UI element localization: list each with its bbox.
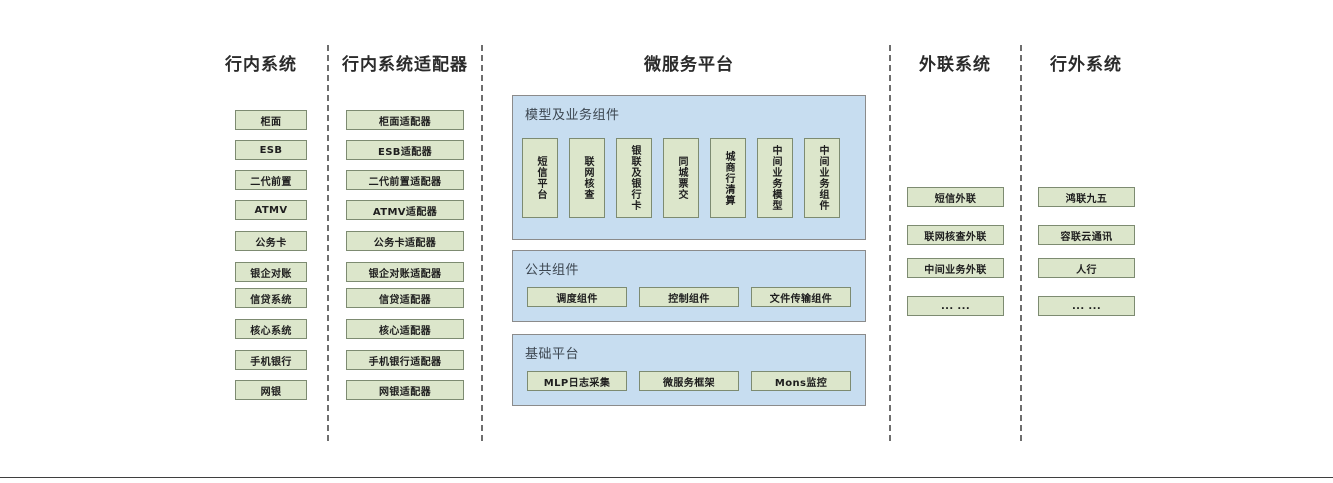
node-in-bank-9[interactable]: 网银 <box>235 380 307 400</box>
node-in-bank-adapter-0[interactable]: 柜面适配器 <box>346 110 464 130</box>
divider-3 <box>889 45 891 441</box>
panel-title-model-business-components: 模型及业务组件 <box>525 108 620 123</box>
panel-title-common-components: 公共组件 <box>525 263 580 278</box>
node-model-3[interactable]: 同城票交 <box>663 138 699 218</box>
node-in-bank-adapter-5[interactable]: 银企对账适配器 <box>346 262 464 282</box>
node-model-5[interactable]: 中间业务模型 <box>757 138 793 218</box>
node-in-bank-5[interactable]: 银企对账 <box>235 262 307 282</box>
column-title-in-bank-adapter: 行内系统适配器 <box>342 55 468 75</box>
node-base-1[interactable]: 微服务框架 <box>639 371 739 391</box>
panel-title-base-platform: 基础平台 <box>525 347 580 362</box>
node-external-link-2[interactable]: 中间业务外联 <box>907 258 1004 278</box>
node-in-bank-2[interactable]: 二代前置 <box>235 170 307 190</box>
node-in-bank-adapter-2[interactable]: 二代前置适配器 <box>346 170 464 190</box>
column-title-in-bank: 行内系统 <box>225 55 297 75</box>
node-common-0[interactable]: 调度组件 <box>527 287 627 307</box>
node-external-link-1[interactable]: 联网核查外联 <box>907 225 1004 245</box>
node-model-4[interactable]: 城商行清算 <box>710 138 746 218</box>
column-title-microservice: 微服务平台 <box>644 55 734 75</box>
column-title-outside-bank: 行外系统 <box>1050 55 1122 75</box>
node-base-0[interactable]: MLP日志采集 <box>527 371 627 391</box>
divider-1 <box>327 45 329 441</box>
node-in-bank-4[interactable]: 公务卡 <box>235 231 307 251</box>
node-in-bank-8[interactable]: 手机银行 <box>235 350 307 370</box>
panel-base-platform: 基础平台 <box>512 334 866 406</box>
node-in-bank-adapter-8[interactable]: 手机银行适配器 <box>346 350 464 370</box>
node-in-bank-0[interactable]: 柜面 <box>235 110 307 130</box>
bottom-rule <box>0 477 1333 478</box>
node-in-bank-adapter-7[interactable]: 核心适配器 <box>346 319 464 339</box>
column-title-external-link: 外联系统 <box>919 55 991 75</box>
node-model-0[interactable]: 短信平台 <box>522 138 558 218</box>
node-common-2[interactable]: 文件传输组件 <box>751 287 851 307</box>
node-external-link-0[interactable]: 短信外联 <box>907 187 1004 207</box>
node-in-bank-3[interactable]: ATMV <box>235 200 307 220</box>
node-in-bank-adapter-1[interactable]: ESB适配器 <box>346 140 464 160</box>
node-in-bank-adapter-3[interactable]: ATMV适配器 <box>346 200 464 220</box>
node-in-bank-6[interactable]: 信贷系统 <box>235 288 307 308</box>
node-outside-bank-3[interactable]: ... ... <box>1038 296 1135 316</box>
divider-2 <box>481 45 483 441</box>
node-in-bank-adapter-9[interactable]: 网银适配器 <box>346 380 464 400</box>
node-common-1[interactable]: 控制组件 <box>639 287 739 307</box>
node-base-2[interactable]: Mons监控 <box>751 371 851 391</box>
node-model-2[interactable]: 银联及银行卡 <box>616 138 652 218</box>
node-external-link-3[interactable]: ... ... <box>907 296 1004 316</box>
node-in-bank-7[interactable]: 核心系统 <box>235 319 307 339</box>
divider-4 <box>1020 45 1022 441</box>
node-outside-bank-1[interactable]: 容联云通讯 <box>1038 225 1135 245</box>
node-in-bank-adapter-6[interactable]: 信贷适配器 <box>346 288 464 308</box>
node-outside-bank-0[interactable]: 鸿联九五 <box>1038 187 1135 207</box>
node-outside-bank-2[interactable]: 人行 <box>1038 258 1135 278</box>
node-model-6[interactable]: 中间业务组件 <box>804 138 840 218</box>
node-in-bank-1[interactable]: ESB <box>235 140 307 160</box>
panel-common-components: 公共组件 <box>512 250 866 322</box>
node-in-bank-adapter-4[interactable]: 公务卡适配器 <box>346 231 464 251</box>
node-model-1[interactable]: 联网核查 <box>569 138 605 218</box>
